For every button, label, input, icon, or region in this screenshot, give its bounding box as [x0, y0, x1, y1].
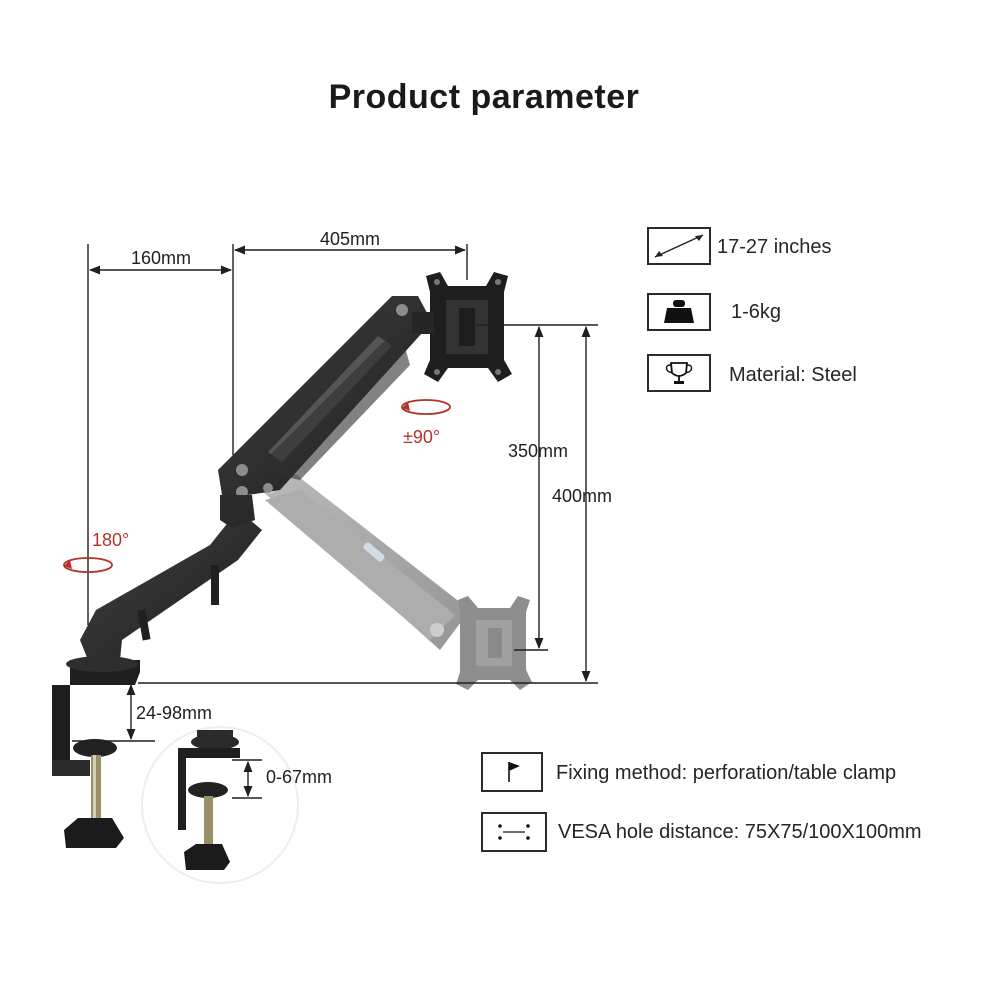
trophy-icon	[665, 362, 693, 384]
spec-vesa-label: VESA hole distance: 75X75/100X100mm	[558, 821, 922, 843]
base-rotation-label: 180°	[92, 530, 129, 550]
weight-icon	[664, 300, 694, 323]
flag-icon	[508, 762, 520, 782]
spec-fixing-method	[481, 752, 543, 792]
desk-clamp	[52, 656, 140, 848]
dim-width-back: 160mm	[131, 248, 191, 268]
upper-arm	[218, 296, 432, 528]
head-rotation-arrow-icon	[401, 399, 451, 415]
dim-width-arm: 405mm	[320, 229, 380, 249]
spec-material	[647, 354, 711, 392]
spec-fixing-method-label: Fixing method: perforation/table clamp	[556, 762, 897, 784]
spec-weight-label: 1-6kg	[731, 301, 782, 323]
dim-clamp-thickness: 24-98mm	[136, 703, 212, 723]
spec-weight	[647, 293, 711, 331]
base-rotation-arrow-icon	[63, 557, 113, 573]
ghost-arm	[250, 470, 470, 650]
vesa-plate	[412, 272, 512, 382]
screen-size-icon	[654, 234, 704, 258]
head-rotation-label: ±90°	[403, 427, 440, 447]
dim-height-large: 400mm	[552, 486, 612, 506]
dimension-lines	[72, 244, 598, 799]
spec-vesa	[481, 812, 547, 852]
spec-screen-size-label: 17-27 inches	[717, 236, 832, 258]
page-title: Product parameter	[328, 78, 640, 116]
vesa-icon	[498, 824, 530, 840]
ghost-vesa-plate	[456, 596, 532, 690]
grommet-inset	[141, 726, 299, 884]
dim-grommet-thickness: 0-67mm	[266, 767, 332, 787]
spec-material-label: Material: Steel	[729, 364, 857, 386]
dim-height-small: 350mm	[508, 441, 568, 461]
lower-arm	[80, 510, 262, 660]
spec-screen-size	[647, 227, 711, 265]
